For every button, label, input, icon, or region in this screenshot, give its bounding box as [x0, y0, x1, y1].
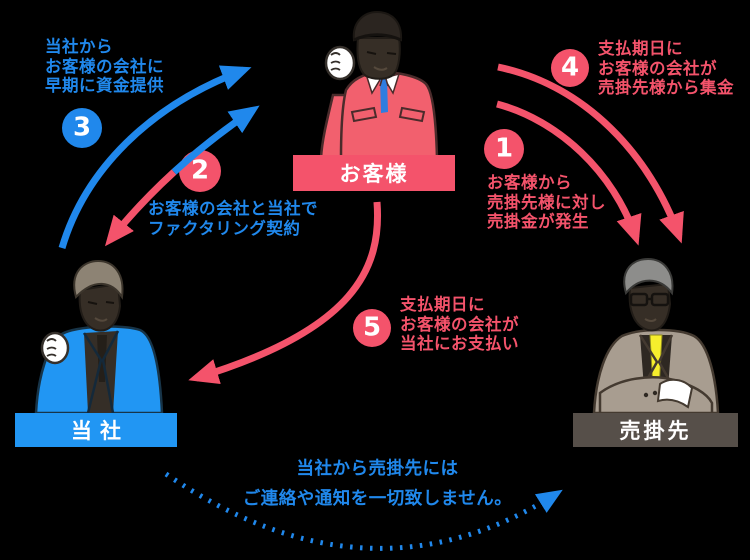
company-label: 当社: [71, 419, 129, 443]
customer-illustration: [319, 10, 439, 160]
text-line: ファクタリング契約: [148, 218, 301, 238]
step-3-description: 当社から お客様の会社に 早期に資金提供: [45, 37, 164, 96]
company-banner: 当社: [15, 413, 177, 447]
arrow-step-4-collection: [497, 63, 684, 244]
step-1-circle: [484, 129, 524, 169]
debtor-banner: 売掛先: [573, 413, 738, 447]
debtor-cuff: [656, 378, 694, 409]
step-4-circle: [551, 49, 589, 87]
company-hair: [73, 259, 124, 300]
text-line: 支払期日に: [400, 295, 485, 314]
customer-banner: お客様: [293, 155, 455, 191]
text-line: 当社にお支払い: [400, 334, 519, 353]
text-line: 売掛先様から集金: [598, 78, 734, 97]
step-4-description: 支払期日に お客様の会社が 売掛先様から集金: [598, 39, 734, 98]
step-5-description: 支払期日に お客様の会社が 当社にお支払い: [400, 295, 519, 354]
company-face: [78, 282, 122, 332]
text-line: 売掛先様に対し: [487, 192, 606, 212]
text-line: 当社から売掛先には: [296, 459, 459, 479]
debtor-illustration: [592, 257, 720, 415]
customer-label: お客様: [339, 162, 409, 186]
arrow-step-1-receivable: [496, 100, 642, 246]
arrow-step-5-payment-to-company: [188, 201, 382, 385]
debtor-face: [628, 282, 672, 332]
step-1-description: お客様から 売掛先様に対し 売掛金が発生: [487, 173, 606, 232]
step-5-circle: [353, 309, 391, 347]
step-3-number: 3: [72, 112, 92, 143]
debtor-hair: [623, 257, 674, 296]
text-line: 当社から: [45, 37, 113, 56]
text-line: お客様の会社に: [45, 56, 164, 76]
step-4-number: 4: [560, 52, 580, 83]
text-line: 売掛金が発生: [487, 212, 589, 231]
step-2-number: 2: [190, 155, 210, 186]
step-2-description: お客様の会社と当社で ファクタリング契約: [148, 199, 318, 238]
text-line: お客様の会社が: [598, 58, 717, 78]
text-line: 支払期日に: [598, 39, 683, 58]
arrow-step-2-contract-red: [104, 169, 177, 247]
customer-tie: [380, 79, 388, 113]
no-notification-note: 当社から売掛先には ご連絡や通知を一切致しません。: [130, 458, 625, 518]
text-line: お客様から: [487, 173, 572, 192]
arrow-step-2-contract-blue: [171, 105, 260, 175]
arrow-step-3-funding: [58, 65, 252, 249]
company-illustration: [34, 259, 164, 415]
step-3-circle: [62, 108, 102, 148]
customer-face: [356, 37, 401, 80]
text-line: お客様の会社が: [400, 314, 519, 334]
debtor-label: 売掛先: [619, 419, 692, 443]
text-line: ご連絡や通知を一切致しません。: [242, 489, 513, 509]
step-5-number: 5: [362, 312, 382, 343]
text-line: 早期に資金提供: [45, 76, 164, 95]
text-line: お客様の会社と当社で: [148, 199, 318, 218]
step-1-number: 1: [494, 133, 514, 164]
